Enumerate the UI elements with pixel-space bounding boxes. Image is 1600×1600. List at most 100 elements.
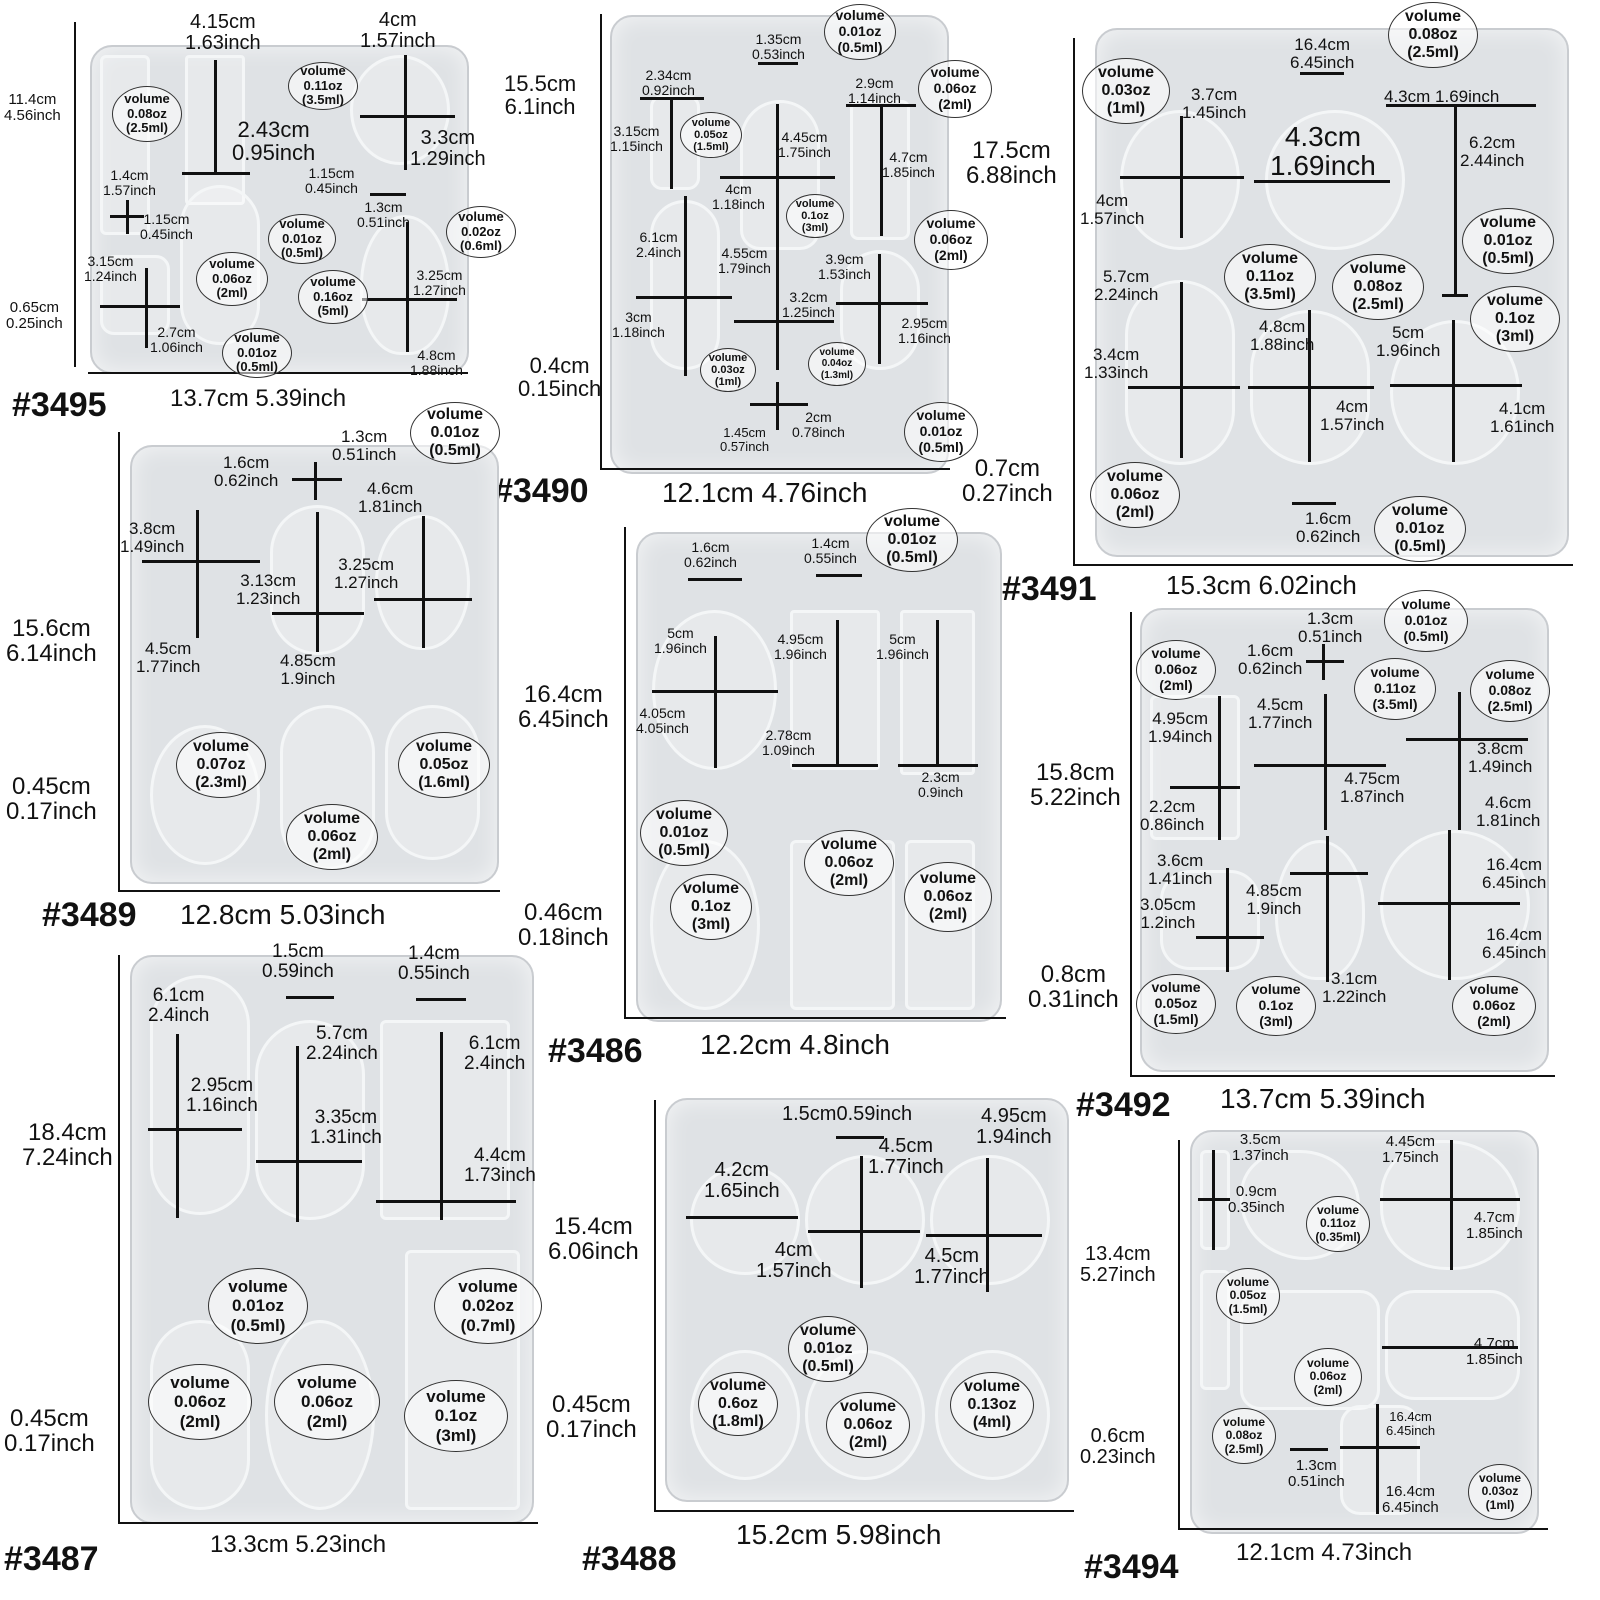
dimension-cm: 2.9cm — [855, 75, 894, 91]
measure-bar — [1300, 72, 1344, 75]
volume-oz: 0.01oz — [237, 344, 277, 360]
volume-ml: (0.5ml) — [837, 38, 883, 55]
dimension-cm: 4.05cm — [639, 705, 686, 721]
volume-ml: (2ml) — [312, 845, 352, 863]
volume-oz: 0.1oz — [690, 898, 731, 916]
dimension-inch: 0.51inch — [1288, 1472, 1345, 1490]
measure-bar — [1212, 1150, 1215, 1250]
measure-bar — [1248, 386, 1374, 389]
cavity — [1150, 695, 1240, 840]
volume-ml: (2.5ml) — [1224, 1441, 1264, 1456]
dimension-cm: 3.05cm — [1140, 895, 1196, 914]
dimension-cm: 5.7cm — [316, 1023, 368, 1044]
measure-bar — [1254, 180, 1390, 183]
dimension-cm: 4.8cm — [1258, 317, 1306, 336]
dimension-inch: 0.95inch — [232, 140, 316, 166]
volume-ml: (3.5ml) — [1244, 285, 1296, 303]
dimension-inch: 0.35inch — [1228, 1198, 1285, 1216]
dimension-cm: 4.15cm — [190, 11, 256, 33]
volume-oz: 0.08oz — [1353, 278, 1403, 296]
dimension-cm: 1.4cm — [110, 167, 149, 183]
volume-oz: 0.08oz — [127, 105, 167, 121]
measure-bar — [1452, 320, 1455, 462]
dimension-inch: 1.24inch — [84, 267, 137, 284]
volume-ml: (0.5ml) — [429, 441, 481, 459]
volume-label: volume — [1151, 979, 1201, 996]
dimension-inch: 1.87inch — [1340, 786, 1405, 806]
volume-oz: 0.16oz — [313, 288, 353, 304]
dimension-inch: 1.27inch — [334, 572, 399, 592]
dimension-cm: 4.45cm — [781, 129, 828, 145]
dimension-cm: 16.4cm — [1389, 1409, 1432, 1424]
volume-oz: 0.06oz — [824, 854, 874, 872]
cavity — [100, 255, 170, 335]
volume-oz: 0.08oz — [1225, 1428, 1263, 1443]
dimension-cm: 4cm — [1096, 191, 1129, 210]
dimension-cm: 4.95cm — [981, 1105, 1047, 1127]
volume-oz: 0.01oz — [803, 1340, 853, 1358]
measure-bar — [926, 1234, 1042, 1237]
volume-oz: 0.1oz — [1258, 997, 1294, 1014]
dimension-cm: 3.5cm — [1239, 1131, 1281, 1148]
volume-oz: 0.01oz — [430, 424, 480, 442]
measure-bar — [148, 1128, 242, 1131]
measure-bar — [296, 1046, 299, 1222]
dimension-cm: 16.4cm — [1294, 35, 1351, 54]
width-axis — [118, 890, 500, 892]
volume-label: volume — [916, 407, 966, 424]
dimension-cm: 3cm — [625, 309, 652, 325]
dimension-inch: 1.57inch — [756, 1260, 832, 1282]
volume-oz: 0.11oz — [1245, 268, 1295, 286]
measure-bar — [860, 1156, 863, 1288]
volume-ml: (0.35ml) — [1315, 1229, 1361, 1244]
dimension-inch: 0.55inch — [804, 549, 857, 566]
volume-label: volume — [170, 1373, 230, 1393]
height-axis — [624, 527, 626, 1019]
dimension-cm: 4.7cm — [1473, 1335, 1515, 1352]
dimension-inch: 1.73inch — [464, 1164, 536, 1186]
volume-oz: 0.06oz — [307, 828, 357, 846]
width-label: 12.8cm 5.03inch — [180, 899, 386, 930]
volume-label: volume — [1485, 666, 1535, 683]
dimension-cm: 1.6cm — [222, 453, 270, 472]
volume-oz: 0.1oz — [801, 209, 829, 222]
dimension-cm: 4cm — [378, 9, 417, 31]
cavity — [1385, 1290, 1520, 1400]
width-axis — [1130, 1075, 1555, 1077]
dimension-inch: 0.62inch — [1238, 658, 1303, 678]
dimension-inch: 1.57inch — [103, 181, 156, 198]
dimension-inch: 4.05inch — [636, 719, 689, 736]
volume-ml: (2.3ml) — [195, 773, 247, 791]
thickness-inch: 0.31inch — [1028, 986, 1119, 1014]
dimension-cm: 4.5cm — [1256, 695, 1304, 714]
dimension-cm: 2.34cm — [645, 67, 692, 83]
volume-label: volume — [1316, 1202, 1359, 1217]
volume-label: volume — [1251, 981, 1301, 998]
volume-ml: (2ml) — [216, 285, 248, 301]
dimension-inch: 1.88inch — [410, 361, 463, 378]
height-inch: 6.45inch — [518, 706, 609, 734]
dimension-inch: 1.15inch — [610, 137, 663, 154]
dimension-cm: 1.3cm — [340, 427, 388, 446]
volume-ml: (0.5ml) — [886, 548, 938, 566]
measure-bar — [292, 478, 342, 481]
